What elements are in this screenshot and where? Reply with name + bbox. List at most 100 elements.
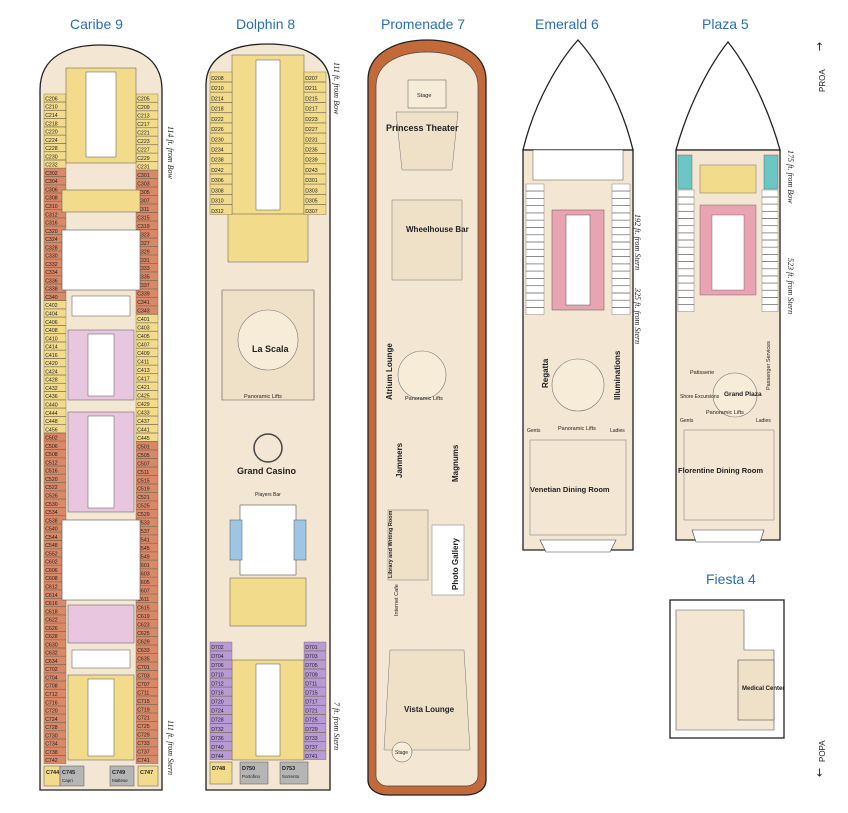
emerald-right-cabin-block[interactable] (611, 292, 631, 301)
cabin-c232[interactable] (43, 159, 67, 169)
emerald-right-cabin-block[interactable] (611, 234, 631, 242)
cabin-c456[interactable] (43, 424, 67, 433)
plaza-right-cabin-block[interactable] (761, 218, 779, 226)
cabin-c729[interactable] (135, 729, 159, 739)
cabin-c734[interactable] (43, 739, 67, 748)
emerald-right-cabin-block[interactable] (611, 205, 631, 213)
cabin-c633[interactable] (135, 645, 159, 654)
cabin-d715[interactable] (303, 687, 327, 697)
plaza-right-cabin-block[interactable] (761, 197, 779, 205)
cabin-d737[interactable] (303, 741, 327, 751)
emerald-right-cabin-block[interactable] (611, 242, 631, 250)
cabin-c744[interactable] (43, 765, 61, 787)
emerald-left-cabin-block[interactable] (525, 227, 545, 235)
cabin-d223[interactable] (303, 112, 327, 123)
cabin-c623[interactable] (135, 619, 159, 629)
cabin-d716[interactable] (209, 687, 233, 697)
cabin-c635[interactable] (135, 653, 159, 663)
cabin-c343[interactable] (135, 305, 159, 315)
cabin-c403[interactable] (135, 322, 159, 332)
cabin-c715[interactable] (135, 695, 159, 705)
emerald-right-cabin-block[interactable] (611, 307, 631, 315)
plaza-left-cabin-block[interactable] (677, 261, 695, 269)
cabin-c316[interactable] (43, 217, 67, 227)
cabin-c626[interactable] (43, 623, 67, 632)
emerald-left-cabin-block[interactable] (525, 242, 545, 250)
cabin-d214[interactable] (209, 92, 233, 103)
cabin-c526[interactable] (43, 490, 67, 500)
cabin-d307[interactable] (303, 204, 327, 215)
cabin-d227[interactable] (303, 122, 327, 134)
cabin-c749[interactable] (109, 765, 135, 787)
cabin-d234[interactable] (209, 143, 233, 154)
emerald-right-cabin-block[interactable] (611, 278, 631, 286)
cabin-d704[interactable] (209, 650, 233, 660)
cabin-c711[interactable] (135, 687, 159, 696)
plaza-right-cabin-block[interactable] (761, 268, 779, 276)
emerald-left-cabin-block[interactable] (525, 263, 545, 272)
cabin-c440[interactable] (43, 399, 67, 409)
emerald-left-cabin-block[interactable] (525, 256, 545, 264)
cabin-c716[interactable] (43, 697, 67, 706)
cabin-c402[interactable] (43, 300, 67, 309)
cabin-d706[interactable] (209, 659, 233, 670)
cabin-c634[interactable] (43, 656, 67, 665)
cabin-c519[interactable] (135, 483, 159, 493)
cabin-c529[interactable] (135, 509, 159, 518)
cabin-c409[interactable] (135, 348, 159, 357)
cabin-c341[interactable] (135, 297, 159, 306)
emerald-left-cabin-block[interactable] (525, 212, 545, 221)
cabin-d717[interactable] (303, 696, 327, 706)
cabin-c445[interactable] (135, 433, 159, 442)
cabin-c530[interactable] (43, 499, 67, 508)
cabin-d305[interactable] (303, 194, 327, 205)
cabin-c501[interactable] (135, 441, 159, 450)
cabin-c702[interactable] (43, 664, 67, 673)
cabin-c448[interactable] (43, 416, 67, 425)
plaza-right-cabin-block[interactable] (761, 211, 779, 219)
emerald-left-cabin-block[interactable] (525, 278, 545, 286)
cabin-d231[interactable] (303, 133, 327, 144)
cabin-c728[interactable] (43, 722, 67, 731)
cabin-d728[interactable] (209, 714, 233, 724)
cabin-c411[interactable] (135, 356, 159, 366)
cabin-d712[interactable] (209, 678, 233, 688)
cabin-c441[interactable] (135, 424, 159, 434)
plaza-left-cabin-block[interactable] (677, 204, 695, 212)
plaza-left-cabin-block[interactable] (677, 247, 695, 255)
plaza-left-cabin-block[interactable] (677, 211, 695, 219)
cabin-c231[interactable] (135, 161, 159, 171)
cabin-c432[interactable] (43, 383, 67, 392)
cabin-c421[interactable] (135, 382, 159, 391)
emerald-left-cabin-block[interactable] (525, 292, 545, 301)
emerald-left-cabin-block[interactable] (525, 205, 545, 213)
cabin-d750[interactable] (239, 761, 269, 785)
cabin-d705[interactable] (303, 659, 327, 670)
cabin-c730[interactable] (43, 730, 67, 739)
cabin-c745[interactable] (59, 765, 85, 787)
cabin-d301[interactable] (303, 173, 327, 185)
cabin-d701[interactable] (303, 641, 327, 651)
cabin-d736[interactable] (209, 732, 233, 742)
cabin-c425[interactable] (135, 390, 159, 400)
plaza-right-cabin-block[interactable] (761, 290, 779, 298)
plaza-right-cabin-block[interactable] (761, 297, 779, 305)
cabin-c414[interactable] (43, 341, 67, 351)
cabin-c508[interactable] (43, 449, 67, 458)
emerald-left-cabin-block[interactable] (525, 198, 545, 206)
emerald-right-cabin-block[interactable] (611, 198, 631, 206)
cabin-c507[interactable] (135, 458, 159, 467)
cabin-c405[interactable] (135, 331, 159, 340)
cabin-c437[interactable] (135, 416, 159, 425)
cabin-d243[interactable] (303, 163, 327, 174)
cabin-d711[interactable] (303, 678, 327, 688)
plaza-left-cabin-block[interactable] (677, 240, 695, 248)
cabin-c522[interactable] (43, 482, 67, 491)
cabin-c436[interactable] (43, 391, 67, 400)
emerald-right-cabin-block[interactable] (611, 300, 631, 308)
cabin-c416[interactable] (43, 350, 67, 359)
cabin-c630[interactable] (43, 639, 67, 648)
emerald-right-cabin-block[interactable] (611, 183, 631, 192)
cabin-d748[interactable] (209, 761, 233, 785)
emerald-left-cabin-block[interactable] (525, 285, 545, 293)
